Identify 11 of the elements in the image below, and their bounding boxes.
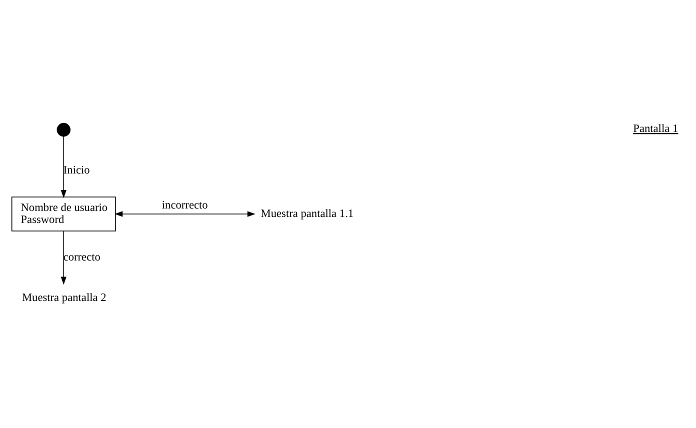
- label: Pantalla 1: [633, 122, 678, 135]
- arrow: [60, 136, 66, 198]
- edge-label: Inicio: [63, 164, 90, 177]
- arrow: [60, 230, 66, 285]
- node-box: Nombre de usuario Password: [11, 196, 116, 232]
- node-text: Muestra pantalla 2: [22, 292, 106, 304]
- arrow: [114, 211, 256, 217]
- node-circle: [56, 122, 71, 137]
- edge-label: correcto: [63, 251, 100, 264]
- edge-label: incorrecto: [162, 199, 208, 212]
- node-text: Muestra pantalla 1.1: [260, 208, 354, 220]
